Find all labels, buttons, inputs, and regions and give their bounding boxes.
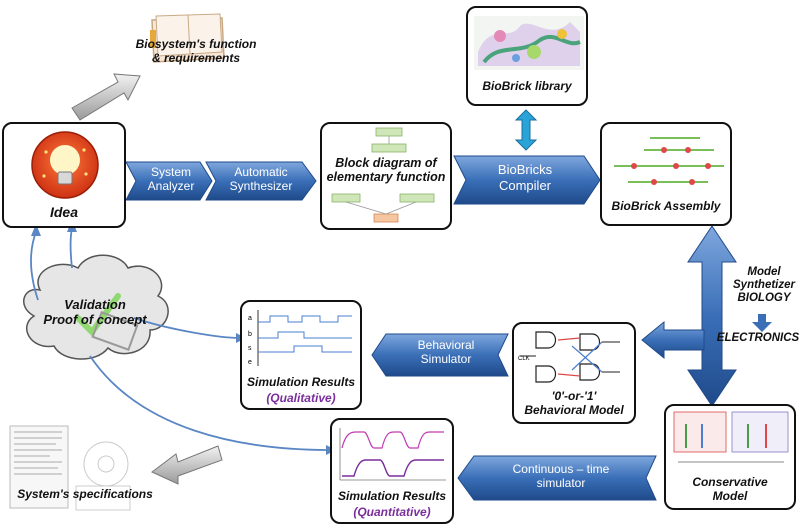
svg-text:CLK: CLK [518,356,530,362]
conservative-model-box: Conservative Model [664,404,796,510]
grey-arrow-specs [151,445,223,485]
grey-arrow-up [71,73,141,121]
behavioral-model-label: '0'-or-'1' Behavioral Model [524,389,624,417]
block-diagram-label: Block diagram of elementary function [326,156,446,185]
biobricks-compiler-text: BioBricks Compiler [497,162,553,193]
double-arrow-model-synthetizer [687,225,737,407]
continuous-simulator-text: Continuous – time simulator [512,462,610,491]
idea-box: Idea [2,122,126,228]
arrow-biobricks-compiler [453,155,601,205]
biobrick-assembly-box: BioBrick Assembly [600,122,732,226]
conservative-model-label: Conservative Model [692,475,768,503]
lightbulb-icon [31,131,99,199]
double-arrow-library-assembly [514,109,538,151]
arrow-to-behavioral-model [641,320,705,360]
arrow-continuous-simulator [457,455,657,501]
idea-label: Idea [49,204,78,220]
arrow-system-analyzer [125,161,213,201]
sim-qualitative-subtitle: (Qualitative) [266,391,336,405]
assembly-icon [614,137,724,185]
sim-qualitative-box: a b s e Simulation Results (Qualitative) [240,300,362,410]
model-synthetizer-label: Model Synthetizer BIOLOGY [733,266,795,305]
svg-text:b: b [248,331,252,338]
biobrick-library-box: BioBrick library [466,6,588,106]
sim-quantitative-title: Simulation Results [337,489,447,503]
circuit-model-icon [673,411,789,463]
sim-qualitative-title: Simulation Results [246,375,356,389]
electronics-label: ELECTRONICS [716,332,800,344]
svg-text:e: e [248,359,252,366]
analog-waveform-icon [339,428,446,481]
behavioral-model-box: CLK '0'-or-'1' Behavioral Model [512,322,636,424]
logic-gate-icon: CLK [518,331,620,383]
biobrick-map-icon [474,16,584,70]
svg-text:s: s [248,345,252,352]
block-diagram-box: Block diagram of elementary function [320,122,452,230]
digital-waveform-icon: a b s e [248,310,352,366]
behavioral-simulator-text: Behavioral Simulator [417,338,475,367]
arrow-automatic-synthesizer [205,161,317,201]
notebook-icon [150,13,225,63]
svg-text:a: a [248,315,252,322]
sim-quantitative-box: Simulation Results (Quantitative) [330,418,454,524]
flowchart-icon [331,127,435,223]
validation-label: Validation Proof of concept [43,297,147,327]
specifications-document-icon [9,425,131,511]
arrow-behavioral-simulator [371,333,509,377]
arrow-biology-to-electronics [752,314,772,332]
system-specifications-label: System's specifications [17,487,153,501]
automatic-synthesizer-text: Automatic Synthesizer [229,165,293,194]
biobrick-assembly-label: BioBrick Assembly [611,199,721,213]
sim-quantitative-subtitle: (Quantitative) [353,505,431,519]
biobrick-library-label: BioBrick library [482,79,572,93]
biosystem-requirements-label: Biosystem's function & requirements [135,37,257,65]
system-analyzer-text: System Analyzer [147,165,195,194]
validation-cloud [23,254,169,360]
